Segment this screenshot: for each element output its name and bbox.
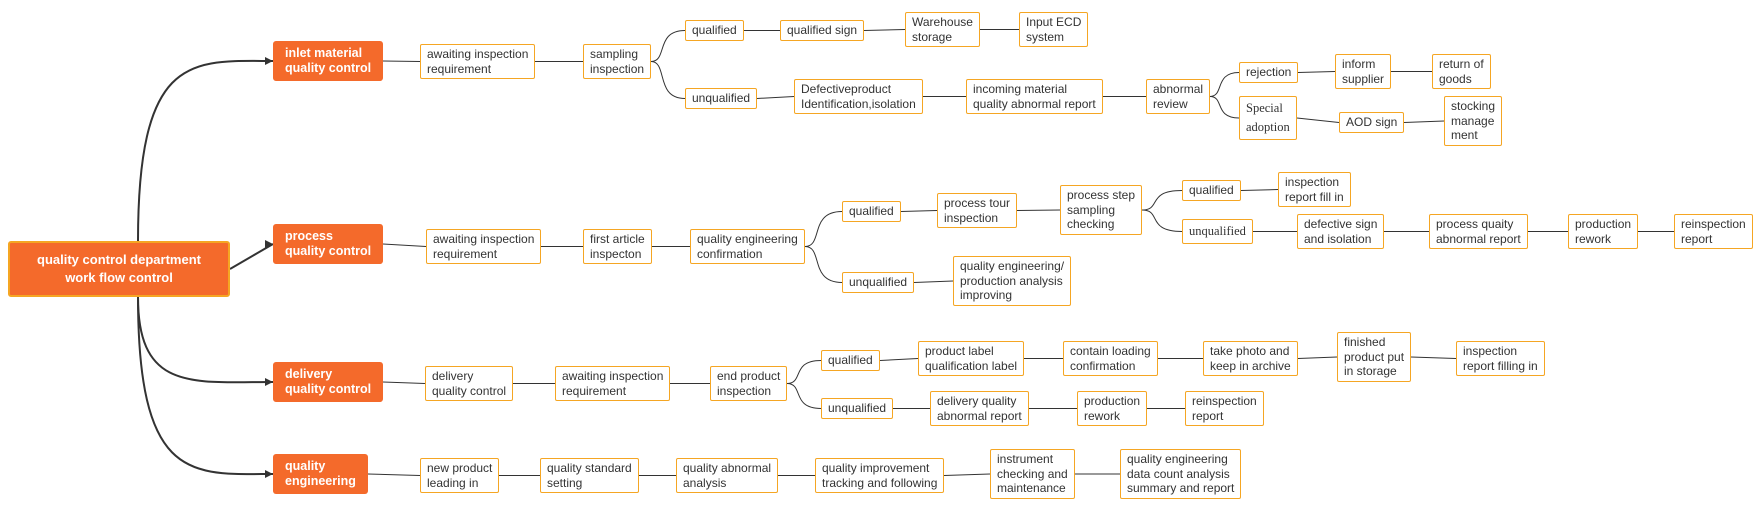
process-awaiting-node: awaiting inspection requirement xyxy=(426,229,542,264)
branch-curve xyxy=(1141,209,1183,232)
end-product-node: end product inspection xyxy=(710,366,788,401)
connector-line xyxy=(1410,356,1457,359)
rejection-node: rejection xyxy=(1239,62,1299,83)
new-product-node: new product leading in xyxy=(420,458,500,493)
connector-line xyxy=(943,473,991,476)
process-abnormal-report-node: process quaity abnormal report xyxy=(1429,214,1528,249)
connector-line xyxy=(1297,71,1336,73)
connector-line xyxy=(1403,120,1445,123)
connector-line xyxy=(1296,117,1340,123)
incoming-report-node: incoming material quality abnormal repor… xyxy=(966,79,1103,114)
branch-curve xyxy=(650,61,686,99)
branch-curve xyxy=(1209,72,1240,97)
quality-engineering-node: quality engineering xyxy=(273,454,368,494)
quality-abnormal-analysis-node: quality abnormal analysis xyxy=(676,458,779,493)
root-arrow xyxy=(229,243,274,270)
connector-line xyxy=(382,243,427,247)
delivery-qc-node: delivery quality control xyxy=(425,366,514,401)
branch-curve xyxy=(804,246,843,283)
arrow-head xyxy=(265,378,273,386)
defective-identification-node: Defectiveproduct Identification,isolatio… xyxy=(794,79,923,114)
connector-line xyxy=(1297,356,1338,359)
inlet-sampling-node: sampling inspection xyxy=(583,44,652,79)
branch-curve xyxy=(786,360,822,384)
arrow-head xyxy=(265,240,273,248)
inlet-awaiting-node: awaiting inspection requirement xyxy=(420,44,536,79)
first-article-node: first article inspecton xyxy=(583,229,652,264)
delivery-awaiting-node: awaiting inspection requirement xyxy=(555,366,671,401)
branch-curve xyxy=(650,30,686,62)
process-tour-node: process tour inspection xyxy=(937,193,1018,228)
process-step-sampling-node: process step sampling checking xyxy=(1060,185,1143,235)
delivery-abnormal-report-node: delivery quality abnormal report xyxy=(930,391,1029,426)
process-unqualified-node: unqualified xyxy=(842,272,915,293)
qe-data-count-node: quality engineering data count analysis … xyxy=(1120,449,1242,499)
instrument-checking-node: instrument checking and maintenance xyxy=(990,449,1075,499)
branch-curve xyxy=(1209,96,1240,119)
root-node: quality control department work flow con… xyxy=(8,241,230,297)
warehouse-node: Warehouse storage xyxy=(905,12,980,47)
connector-line xyxy=(382,381,426,384)
qe-improving-node: quality engineering/ production analysis… xyxy=(953,256,1072,306)
connector-line xyxy=(913,280,954,283)
quality-standard-node: quality standard setting xyxy=(540,458,639,493)
delivery-reinspection-node: reinspection report xyxy=(1185,391,1264,426)
inlet-unqualified-node: unqualified xyxy=(685,88,758,109)
aod-sign-node: AOD sign xyxy=(1339,112,1405,133)
qe-confirmation-node: quality engineering confirmation xyxy=(690,229,805,264)
return-goods-node: return of goods xyxy=(1432,54,1491,89)
process-rework-node: production rework xyxy=(1568,214,1639,249)
photo-archive-node: take photo and keep in archive xyxy=(1203,341,1298,376)
report-filling-node: inspection report filling in xyxy=(1456,341,1545,376)
finished-storage-node: finished product put in storage xyxy=(1337,332,1412,382)
connector-line xyxy=(1016,209,1061,211)
product-label-node: product label qualification label xyxy=(918,341,1025,376)
inspection-report-fill-node: inspection report fill in xyxy=(1278,172,1351,207)
branch-curve xyxy=(804,211,843,247)
connector-line xyxy=(756,96,795,99)
loading-confirmation-node: contain loading confirmation xyxy=(1063,341,1158,376)
connector-line xyxy=(367,473,421,476)
delivery-rework-node: production rework xyxy=(1077,391,1148,426)
ecd-node: Input ECD system xyxy=(1019,12,1089,47)
inlet-material-node: inlet material quality control xyxy=(273,41,384,81)
special-adoption-node: Special adoption xyxy=(1239,96,1297,140)
abnormal-review-node: abnormal review xyxy=(1146,79,1211,114)
root-arrow xyxy=(137,296,274,476)
delivery-qualified-node: qualified xyxy=(821,350,880,371)
process-reinspection-node: reinspection report xyxy=(1674,214,1753,249)
connector-line xyxy=(879,358,919,361)
quality-improvement-node: quality improvement tracking and followi… xyxy=(815,458,945,493)
connector-line xyxy=(863,29,906,31)
stocking-management-node: stocking manage ment xyxy=(1444,96,1503,146)
root-arrow xyxy=(137,59,274,242)
process-qualified-node: qualified xyxy=(842,201,901,222)
inlet-qualified-node: qualified xyxy=(685,20,744,41)
process-quality-node: process quality control xyxy=(273,224,384,264)
arrow-head xyxy=(265,470,273,478)
connector-line xyxy=(1240,189,1279,191)
branch-curve xyxy=(786,383,822,409)
connector-line xyxy=(382,60,421,62)
delivery-unqualified-node: unqualified xyxy=(821,398,894,419)
step-qualified-node: qualified xyxy=(1182,180,1241,201)
defective-sign-node: defective sign and isolation xyxy=(1297,214,1385,249)
root-arrow xyxy=(137,296,274,384)
delivery-quality-node: delivery quality control xyxy=(273,362,384,402)
arrow-head xyxy=(265,57,273,65)
step-unqualified-node: unqualified xyxy=(1182,219,1253,244)
inlet-qualified-sign-node: qualified sign xyxy=(780,20,865,41)
inform-supplier-node: inform supplier xyxy=(1335,54,1392,89)
branch-curve xyxy=(1141,190,1183,211)
connector-line xyxy=(900,210,938,212)
